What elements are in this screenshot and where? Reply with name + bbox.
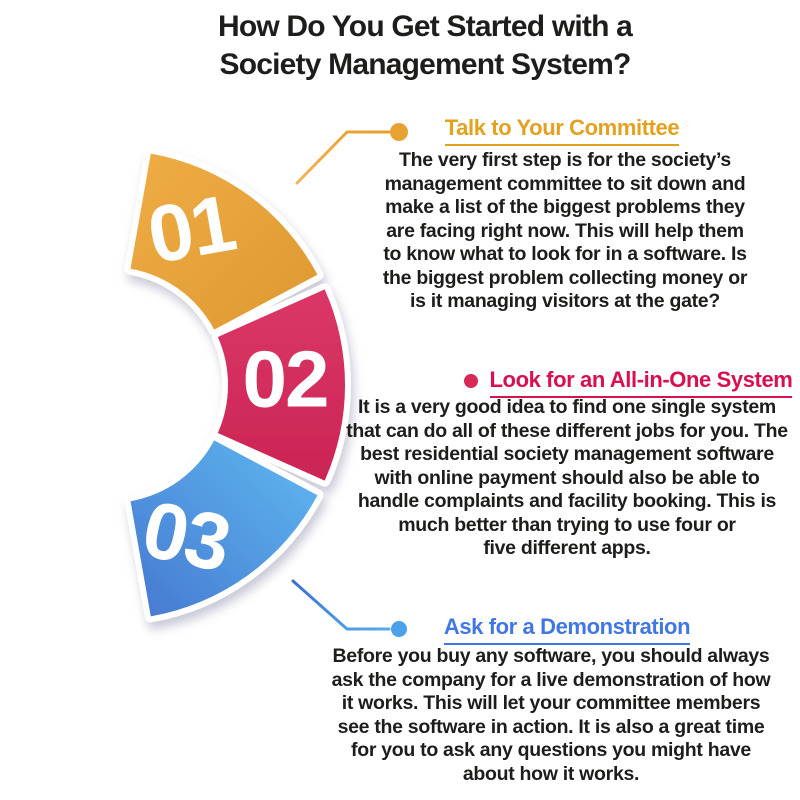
donut-segments-group <box>124 147 352 623</box>
donut-segment-label-1: 01 <box>141 178 241 280</box>
donut-segment-2 <box>211 283 352 487</box>
connector-dot-3 <box>391 621 407 637</box>
step-2-heading: Look for an All-in-One System <box>441 367 800 398</box>
page-title: How Do You Get Started with a Society Ma… <box>217 10 633 81</box>
step-1-heading-text: Talk to Your Committee <box>444 115 680 146</box>
step-3-body: Before you buy any software, you should … <box>331 645 771 785</box>
connector-lines-group <box>291 130 463 631</box>
connector-dot-1 <box>390 123 408 141</box>
step-2-body: It is a very good idea to find one singl… <box>346 396 788 559</box>
connector-line-1 <box>295 130 391 185</box>
step-3-heading: Ask for a Demonstration <box>367 614 767 645</box>
donut-segment-3 <box>124 434 324 623</box>
donut-segment-1 <box>124 147 324 336</box>
step-3-heading-text: Ask for a Demonstration <box>443 614 691 645</box>
step-2-heading-text: Look for an All-in-One System <box>489 367 793 398</box>
step-1-body: The very first step is for the society’s… <box>382 149 748 312</box>
donut-segment-label-2: 02 <box>243 335 328 424</box>
step-1-heading: Talk to Your Committee <box>362 115 762 146</box>
connector-line-3 <box>291 579 391 631</box>
donut-segment-label-3: 03 <box>135 484 237 589</box>
connector-dot-2 <box>464 374 478 388</box>
